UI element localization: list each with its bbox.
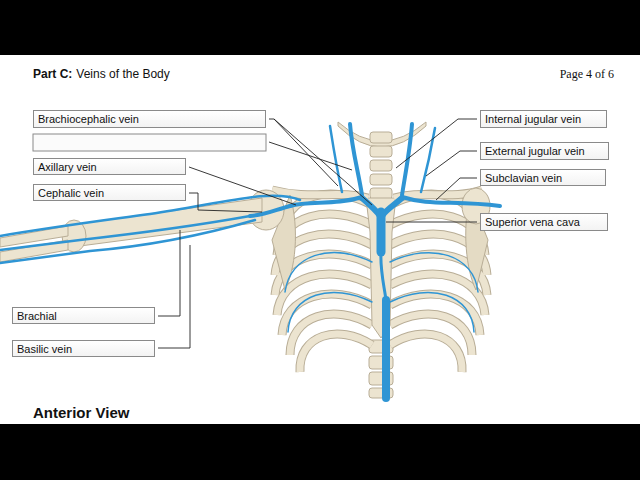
view-caption: Anterior View [33,404,129,421]
label-box: Brachial [12,307,155,324]
label-box: Internal jugular vein [480,110,607,128]
vein-label: Superior vena cava [485,216,580,228]
label-box: External jugular vein [480,142,609,160]
blank-answer-box [33,134,266,151]
label-box: Brachiocephalic vein [33,110,266,128]
label-box: Cephalic vein [33,184,186,201]
title: Veins of the Body [76,67,169,81]
vein-label: Brachial [17,310,57,322]
label-box: Axillary vein [33,158,186,175]
vein-label: Internal jugular vein [485,113,581,125]
vein-label: Axillary vein [38,161,97,173]
leader-lines [158,119,477,348]
part-label: Part C: [33,67,72,81]
vein-label: Cephalic vein [38,187,104,199]
skeleton [0,122,490,398]
page-heading: Part C: Veins of the Body [33,67,170,81]
vein-label: Basilic vein [17,343,72,355]
vein-label: External jugular vein [485,145,585,157]
label-box: Basilic vein [12,340,155,357]
label-box: Subclavian vein [480,169,606,186]
veins [0,124,500,398]
vein-label: Subclavian vein [485,172,562,184]
page-number: Page 4 of 6 [560,67,614,82]
label-box: Superior vena cava [480,213,608,231]
vein-label: Brachiocephalic vein [38,113,139,125]
